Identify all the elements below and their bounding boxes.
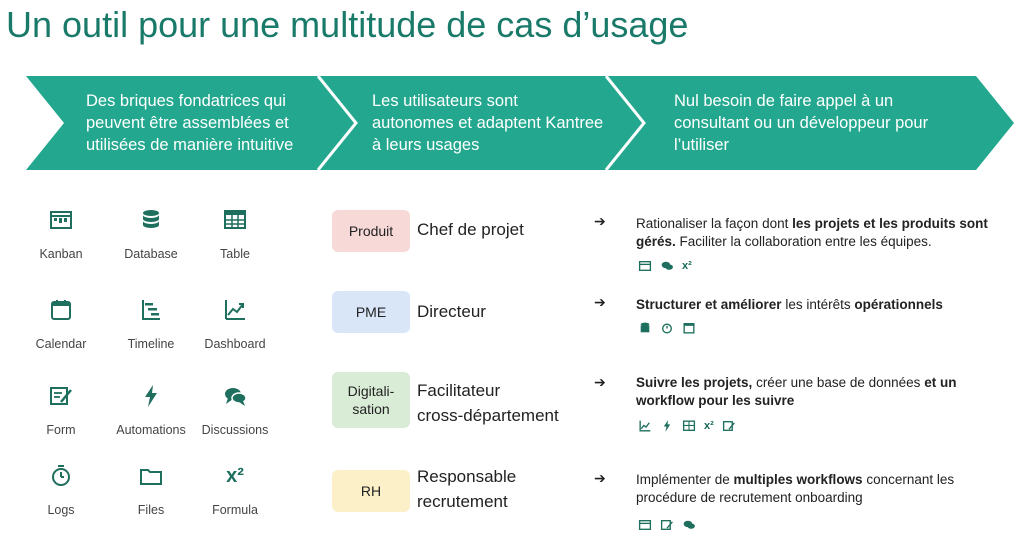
formula-icon: x²	[226, 465, 244, 487]
page-title: Un outil pour une multitude de cas d’usa…	[6, 4, 689, 45]
mini-icons-rh	[638, 518, 696, 532]
kanban-icon	[50, 211, 72, 229]
database-icon	[143, 210, 159, 228]
badge-produit: Produit	[332, 210, 410, 252]
database-icon	[640, 322, 650, 333]
desc-produit: Rationaliser la façon dont les projets e…	[636, 216, 988, 249]
badge-pme: PME	[332, 291, 410, 333]
formula-icon: x²	[682, 260, 692, 272]
role-chef-de-projet: Chef de projet	[417, 220, 524, 239]
mini-icons-digitalisation: x²	[638, 419, 736, 433]
chevron-shapes	[26, 76, 1014, 170]
kanban-icon	[638, 261, 652, 271]
lightning-icon	[663, 420, 671, 432]
feature-database: Database	[106, 207, 196, 261]
calendar-icon	[51, 300, 71, 320]
role-directeur: Directeur	[417, 302, 486, 321]
arrow-right-icon: ➔	[594, 470, 606, 486]
timeline-icon	[142, 300, 160, 320]
desc-rh: Implémenter de multiples workflows conce…	[636, 472, 955, 505]
feature-calendar: Calendar	[16, 297, 106, 351]
arrow-right-icon: ➔	[594, 294, 606, 310]
badge-digitalisation: Digitali-sation	[332, 372, 410, 428]
desc-digitalisation: Suivre les projets, créer une base de do…	[636, 375, 957, 408]
feature-discussions: Discussions	[190, 383, 280, 437]
kanban-icon	[638, 520, 652, 530]
feature-automations: Automations	[106, 383, 196, 437]
feature-kanban: Kanban	[16, 207, 106, 261]
chevron-2	[318, 76, 644, 170]
stopwatch-icon	[52, 465, 70, 486]
mini-icons-pme	[638, 321, 696, 335]
discussion-icon	[683, 520, 695, 529]
feature-files: Files	[106, 463, 196, 517]
feature-formula: x² Formula	[212, 465, 258, 517]
form-icon	[722, 421, 735, 431]
arrow-right-icon: ➔	[594, 374, 606, 390]
table-icon	[224, 210, 246, 229]
feature-logs: Logs	[16, 463, 106, 517]
formula-icon: x²	[704, 420, 714, 432]
chevron-1	[26, 76, 356, 170]
discussion-icon	[225, 388, 247, 406]
feature-table: Table	[190, 207, 280, 261]
feature-dashboard: Dashboard	[190, 297, 280, 351]
dashboard-icon	[225, 300, 245, 320]
form-icon	[50, 387, 72, 405]
discussion-icon	[661, 261, 673, 270]
mini-icons-produit: x²	[638, 259, 692, 273]
feature-form: Form	[16, 383, 106, 437]
lightning-icon	[145, 385, 157, 407]
stopwatch-icon	[662, 323, 672, 334]
chevron-3	[606, 76, 1014, 170]
feature-timeline: Timeline	[106, 297, 196, 351]
desc-pme: Structurer et améliorer les intérêts opé…	[636, 297, 943, 312]
badge-rh: RH	[332, 470, 410, 512]
table-icon	[682, 420, 696, 431]
form-icon	[660, 520, 673, 530]
calendar-icon	[683, 323, 695, 334]
arrow-right-icon: ➔	[594, 213, 606, 229]
dashboard-icon	[639, 420, 651, 432]
folder-icon	[140, 469, 162, 485]
